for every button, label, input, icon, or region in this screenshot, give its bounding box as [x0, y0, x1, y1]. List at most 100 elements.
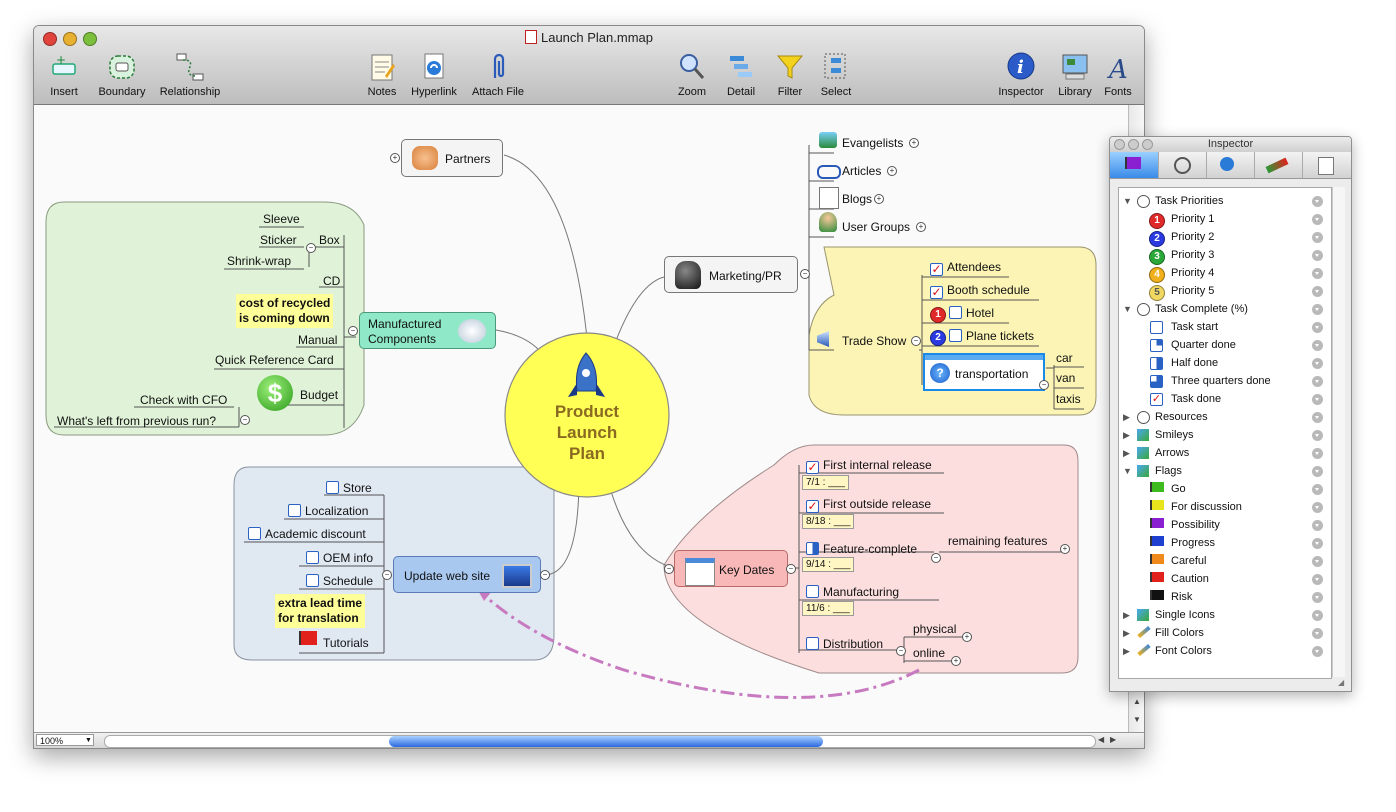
scroll-down-icon[interactable]: ▼	[1133, 715, 1141, 724]
options-dropdown-icon[interactable]	[1312, 520, 1323, 531]
filter-button[interactable]: Filter	[770, 50, 810, 98]
group-arrows[interactable]: ▶Arrows	[1119, 444, 1329, 462]
central-topic[interactable]: Product Launch Plan	[505, 401, 669, 464]
marketing-topic[interactable]: Marketing/PR	[664, 256, 798, 293]
horizontal-scrollbar[interactable]	[104, 735, 1096, 748]
inspector-button[interactable]: i Inspector	[994, 50, 1048, 98]
relationship-button[interactable]: Relationship	[154, 50, 226, 98]
options-dropdown-icon[interactable]	[1312, 466, 1323, 477]
scroll-left-icon[interactable]: ◀	[1098, 735, 1105, 744]
options-dropdown-icon[interactable]	[1312, 646, 1323, 657]
oem-info-topic[interactable]: OEM info	[306, 551, 373, 565]
distribution-topic[interactable]: Distribution	[806, 637, 883, 651]
check-with-cfo-topic[interactable]: Check with CFO	[140, 393, 228, 407]
box-collapse-icon[interactable]: −	[306, 243, 316, 253]
resize-grip-icon[interactable]: ◢	[1338, 678, 1345, 687]
group-task-complete[interactable]: ▼Task Complete (%)	[1119, 300, 1329, 318]
marketing-collapse-icon[interactable]: −	[800, 269, 810, 279]
manufacturing-topic[interactable]: Manufacturing	[806, 585, 899, 599]
options-dropdown-icon[interactable]	[1312, 376, 1323, 387]
articles-expand-icon[interactable]: +	[887, 166, 897, 176]
disclosure-closed-icon[interactable]: ▶	[1123, 412, 1130, 422]
disclosure-closed-icon[interactable]: ▶	[1123, 628, 1130, 638]
options-dropdown-icon[interactable]	[1312, 574, 1323, 585]
website-right-connector-icon[interactable]: −	[540, 570, 550, 580]
options-dropdown-icon[interactable]	[1312, 394, 1323, 405]
options-dropdown-icon[interactable]	[1312, 232, 1323, 243]
insert-button[interactable]: + Insert	[44, 50, 84, 98]
tutorials-topic[interactable]: Tutorials	[323, 636, 369, 650]
options-dropdown-icon[interactable]	[1312, 484, 1323, 495]
options-dropdown-icon[interactable]	[1312, 448, 1323, 459]
three-quarters-done-item[interactable]: Three quarters done	[1119, 372, 1329, 390]
options-dropdown-icon[interactable]	[1312, 628, 1323, 639]
inspector-close-button[interactable]	[1114, 139, 1125, 150]
options-dropdown-icon[interactable]	[1312, 304, 1323, 315]
options-dropdown-icon[interactable]	[1312, 412, 1323, 423]
remaining-features-expand-icon[interactable]: +	[1060, 544, 1070, 554]
partners-expand-icon[interactable]: +	[390, 153, 400, 163]
taxis-topic[interactable]: taxis	[1056, 392, 1081, 406]
task-start-item[interactable]: Task start	[1119, 318, 1329, 336]
zoom-button[interactable]: Zoom	[670, 50, 714, 98]
disclosure-open-icon[interactable]: ▼	[1123, 304, 1132, 314]
car-topic[interactable]: car	[1056, 351, 1073, 365]
task-done-item[interactable]: ✓Task done	[1119, 390, 1329, 408]
options-dropdown-icon[interactable]	[1312, 250, 1323, 261]
keydates-left-connector-icon[interactable]: −	[664, 564, 674, 574]
physical-topic[interactable]: physical	[913, 622, 957, 636]
transportation-collapse-icon[interactable]: −	[1039, 380, 1049, 390]
disclosure-open-icon[interactable]: ▼	[1123, 196, 1132, 206]
options-dropdown-icon[interactable]	[1312, 430, 1323, 441]
manufactured-collapse-icon[interactable]: −	[348, 326, 358, 336]
close-button[interactable]	[43, 32, 57, 46]
budget-topic[interactable]: Budget	[300, 388, 339, 402]
partners-topic[interactable]: Partners	[401, 139, 503, 177]
blogs-topic[interactable]: Blogs	[842, 192, 873, 206]
booth-schedule-topic[interactable]: ✓Booth schedule	[930, 283, 1030, 299]
disclosure-closed-icon[interactable]: ▶	[1123, 610, 1130, 620]
inspector-scrollbar[interactable]	[1332, 187, 1345, 677]
zoom-window-button[interactable]	[83, 32, 97, 46]
scroll-up-icon[interactable]: ▲	[1133, 697, 1141, 706]
manual-topic[interactable]: Manual	[298, 333, 338, 347]
keydates-collapse-icon[interactable]: −	[786, 564, 796, 574]
inspector-minimize-button[interactable]	[1128, 139, 1139, 150]
box-topic[interactable]: Box	[319, 233, 340, 247]
detail-button[interactable]: Detail	[720, 50, 762, 98]
attach-file-button[interactable]: Attach File	[467, 50, 529, 98]
group-font-colors[interactable]: ▶Font Colors	[1119, 642, 1329, 660]
online-expand-icon[interactable]: +	[951, 656, 961, 666]
disclosure-closed-icon[interactable]: ▶	[1123, 430, 1130, 440]
half-done-item[interactable]: Half done	[1119, 354, 1329, 372]
shrink-wrap-topic[interactable]: Shrink-wrap	[227, 254, 292, 268]
fonts-button[interactable]: A Fonts	[1100, 50, 1136, 98]
select-button[interactable]: Select	[816, 50, 856, 98]
blogs-expand-icon[interactable]: +	[874, 194, 884, 204]
transportation-topic[interactable]: ? transportation	[923, 353, 1045, 391]
manufactured-topic[interactable]: Manufactured Components	[359, 312, 496, 349]
sticker-topic[interactable]: Sticker	[260, 233, 297, 247]
keydates-topic[interactable]: Key Dates	[674, 550, 788, 587]
flag-careful-item[interactable]: Careful	[1119, 552, 1329, 570]
options-dropdown-icon[interactable]	[1312, 340, 1323, 351]
group-flags[interactable]: ▼Flags	[1119, 462, 1329, 480]
selection-handle[interactable]	[925, 355, 1043, 360]
academic-discount-topic[interactable]: Academic discount	[248, 527, 366, 541]
first-internal-topic[interactable]: ✓First internal release	[806, 458, 932, 474]
flag-risk-item[interactable]: Risk	[1119, 588, 1329, 606]
group-single-icons[interactable]: ▶Single Icons	[1119, 606, 1329, 624]
library-button[interactable]: Library	[1054, 50, 1096, 98]
date-8-18[interactable]: 8/18 : ___	[802, 514, 855, 529]
horizontal-scroll-thumb[interactable]	[389, 736, 823, 747]
flag-go-item[interactable]: Go	[1119, 480, 1329, 498]
inspector-zoom-button[interactable]	[1142, 139, 1153, 150]
tab-flags[interactable]	[1110, 152, 1159, 178]
recycled-note[interactable]: cost of recycled is coming down	[236, 294, 334, 328]
quarter-done-item[interactable]: Quarter done	[1119, 336, 1329, 354]
